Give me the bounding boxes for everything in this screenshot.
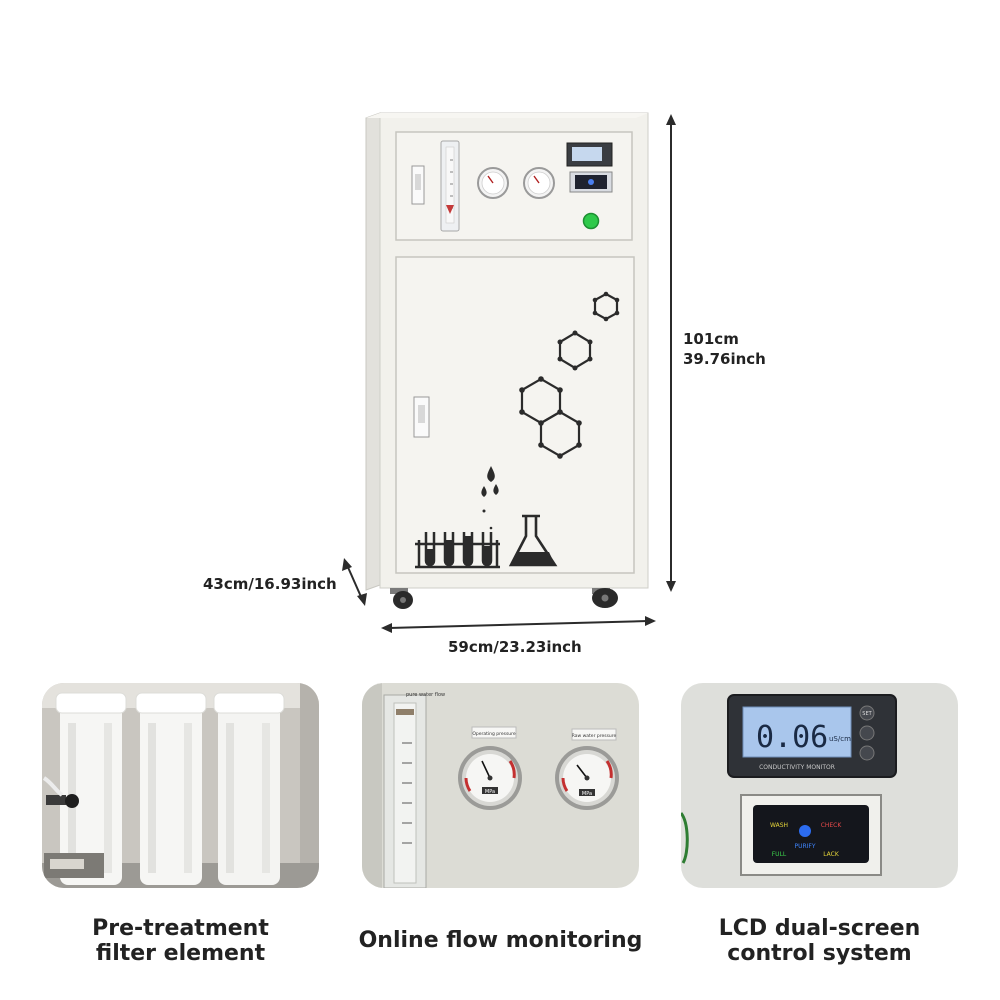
status-lack: LACK [823,851,840,858]
lcd-reading: 0.06 [756,720,828,755]
depth-label: 43cm/16.93inch [203,575,337,593]
status-wash: WASH [770,822,788,829]
filter-element-photo [42,683,319,888]
status-purify: PURIFY [794,843,815,850]
caption-filter-line2: filter element [95,941,266,966]
caption-flow: Online flow monitoring [340,928,661,953]
caption-lcd-line1: LCD dual-screen [718,916,921,941]
water-purifier-cabinet [342,112,676,633]
lcd-unit: uS/cm [829,735,851,743]
gauge1-label: Operating pressure [472,731,516,737]
gauge2-label: Raw water pressure [572,733,617,739]
gauge2-unit: MPa [582,791,592,797]
caption-filter-line1: Pre-treatment [92,916,269,941]
height-inch-label: 39.76inch [683,350,766,368]
status-full: FULL [772,851,787,858]
width-label: 59cm/23.23inch [448,638,582,656]
caption-lcd: LCD dual-screen control system [671,916,968,966]
caption-lcd-line2: control system [727,941,912,966]
set-button-label: SET [862,711,872,717]
caption-flow-line1: Online flow monitoring [358,928,643,953]
flowmeter-label: pure water flow [406,692,445,698]
height-cm-label: 101cm [683,330,739,348]
status-check: CHECK [821,822,843,829]
flow-monitoring-photo: pure water flow Operating pressure MPa R… [362,683,639,888]
caption-filter: Pre-treatment filter element [42,916,319,966]
lcd-control-photo: 0.06 uS/cm CONDUCTIVITY MONITOR SET WASH… [681,683,958,888]
monitor-label: CONDUCTIVITY MONITOR [759,764,835,771]
gauge1-unit: MPa [485,789,495,795]
